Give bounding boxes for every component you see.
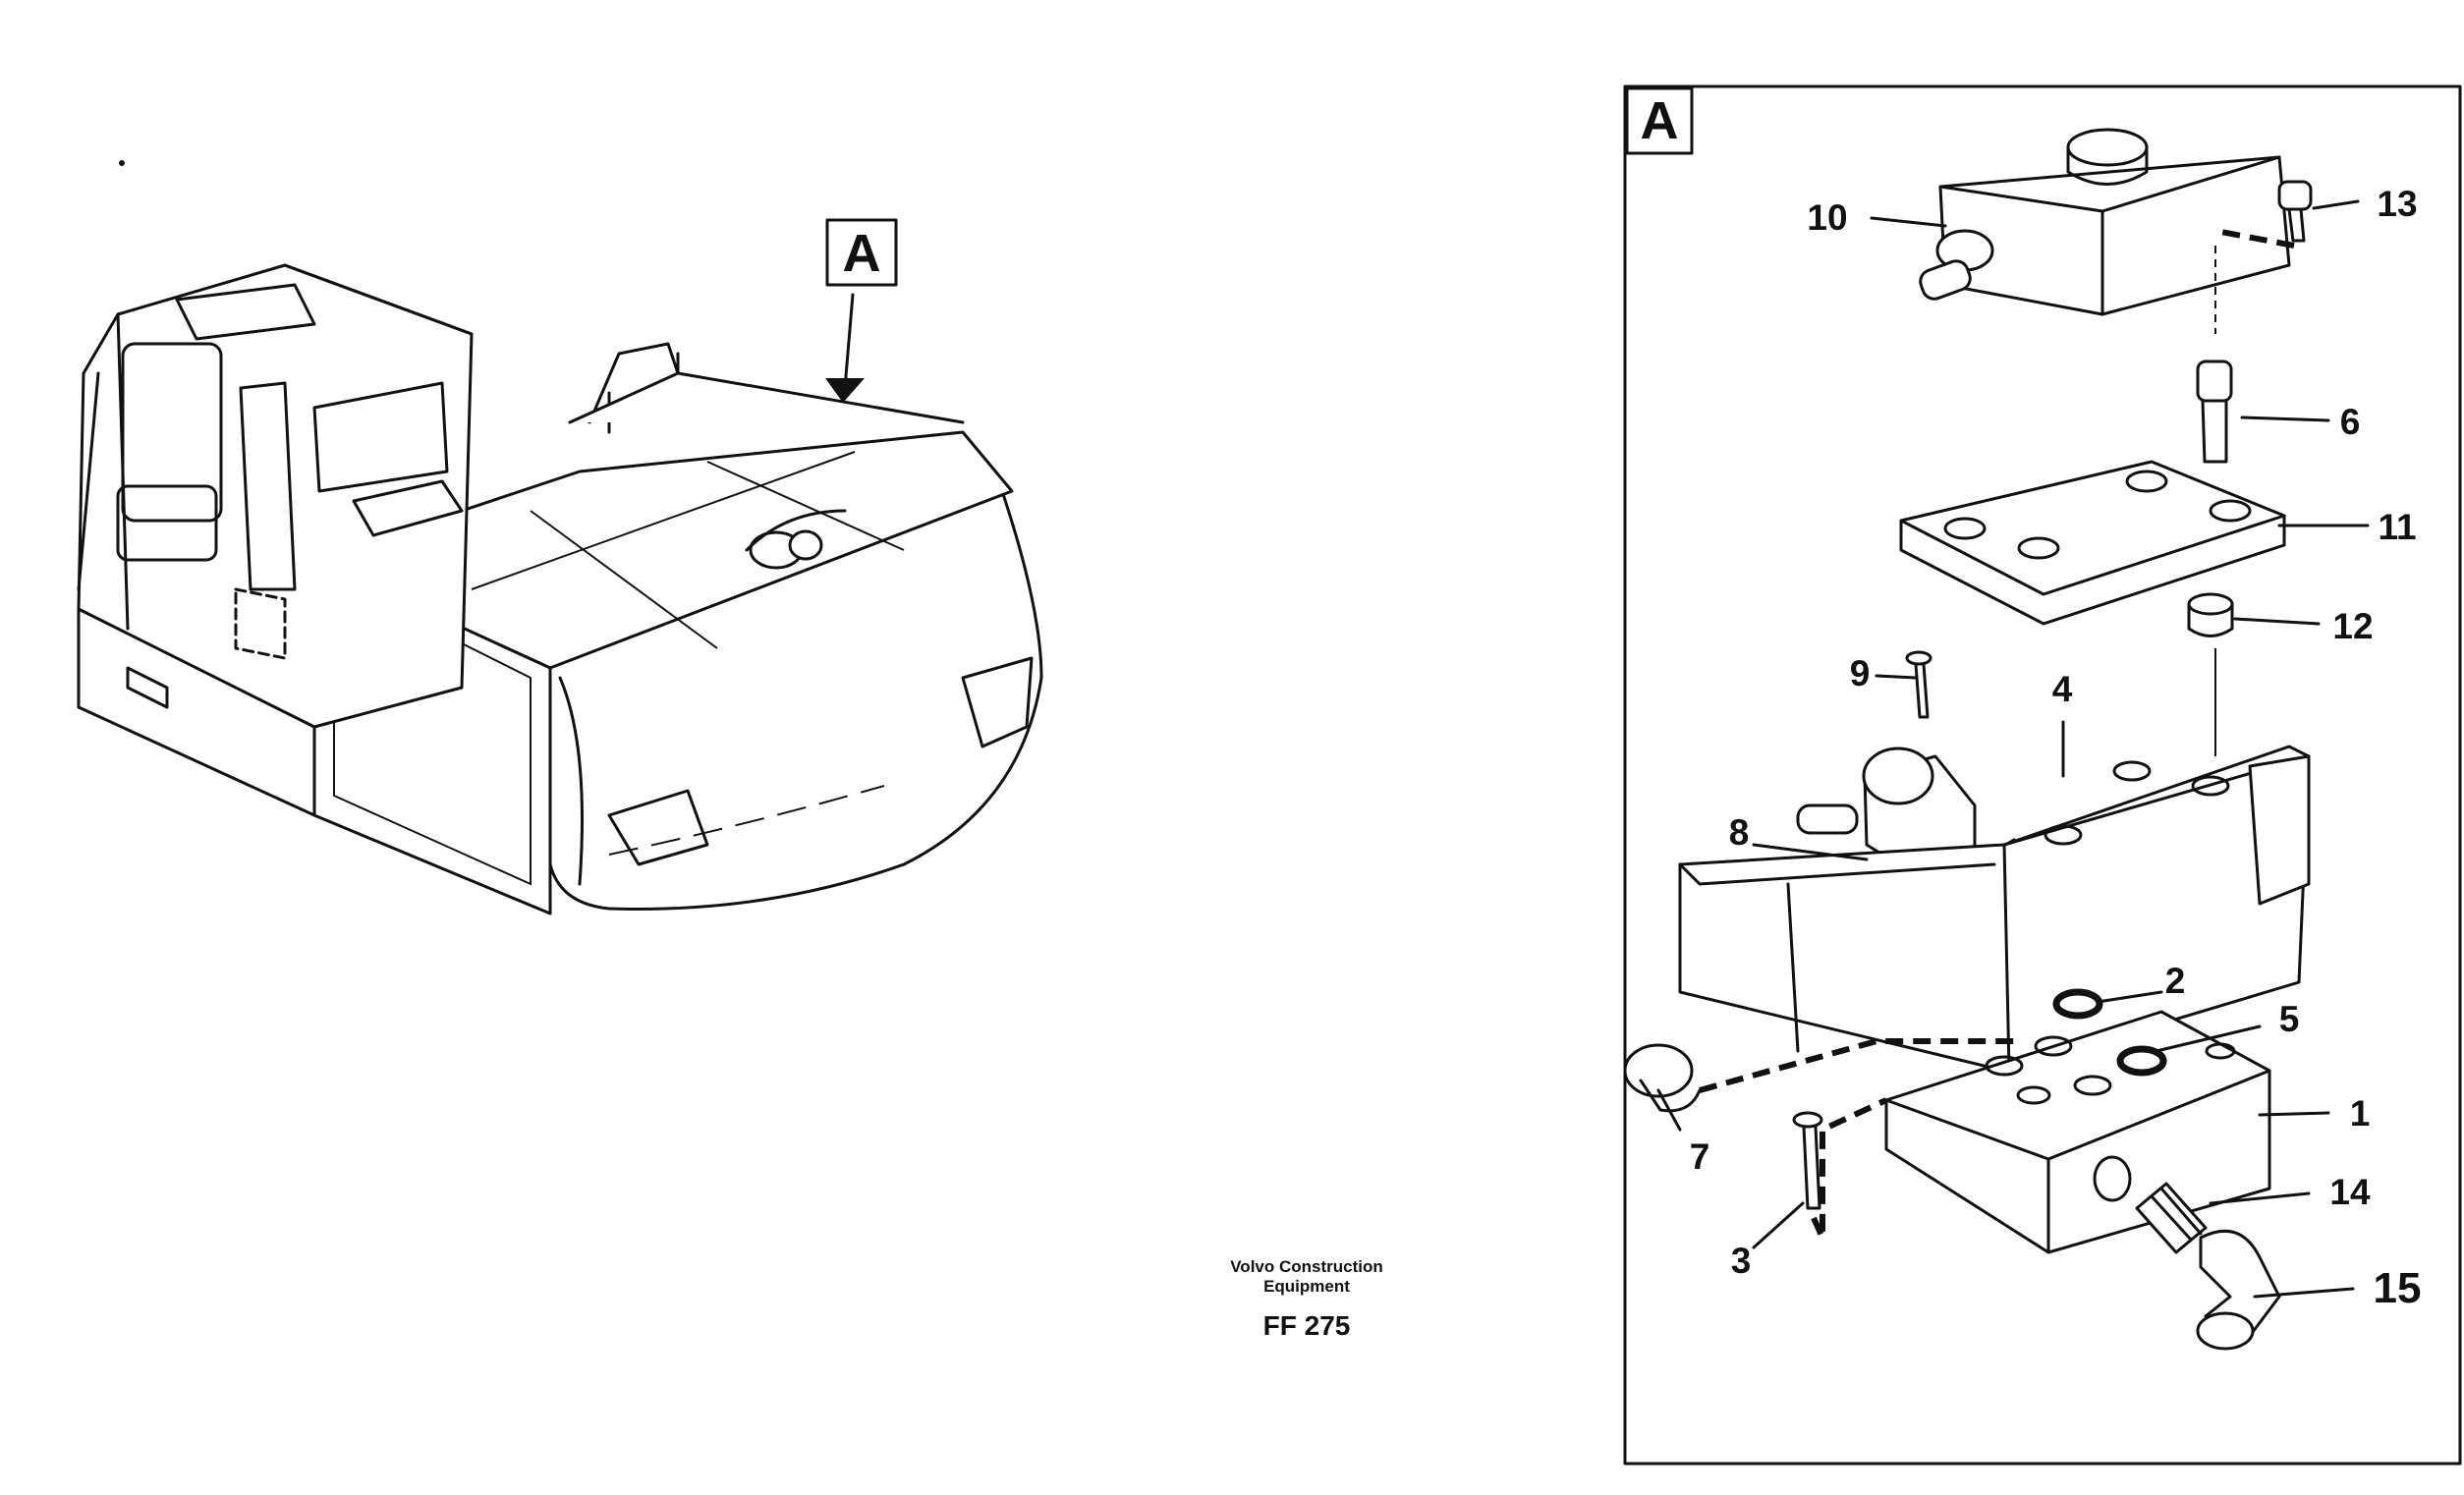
callout-7: 7: [1690, 1136, 1710, 1177]
footer-block: Volvo Construction Equipment FF 275: [1169, 1257, 1444, 1342]
callout-2: 2: [2165, 961, 2186, 1001]
callout-15: 15: [2374, 1264, 2422, 1312]
callout-4: 4: [2052, 669, 2073, 709]
callout-6: 6: [2340, 402, 2361, 442]
detail-frame: A: [1623, 84, 2462, 1466]
leader-lines: [1656, 199, 2370, 1299]
callout-11: 11: [2378, 507, 2416, 547]
callout-10: 10: [1807, 197, 1847, 238]
callout-12: 12: [2332, 606, 2373, 646]
excavator-overview: A: [77, 160, 1043, 915]
callout-3: 3: [1731, 1241, 1752, 1281]
callout-5: 5: [2279, 999, 2300, 1039]
callout-9: 9: [1850, 653, 1871, 693]
callout-13: 13: [2377, 184, 2417, 224]
brand-line-2: Equipment: [1263, 1277, 1350, 1296]
callout-8: 8: [1729, 812, 1750, 853]
callout-labels: 1 2 3 4 5 6 7 8 9 10 11 12 13 14 15: [1690, 184, 2422, 1312]
callout-1: 1: [2350, 1093, 2371, 1134]
overview-detail-label: A: [843, 224, 881, 283]
brand-line-1: Volvo Construction: [1230, 1257, 1383, 1276]
callout-14: 14: [2329, 1172, 2371, 1212]
drawing-code: FF 275: [1262, 1310, 1351, 1341]
valve-assembly: [1623, 128, 2313, 1351]
detail-label: A: [1641, 91, 1679, 150]
